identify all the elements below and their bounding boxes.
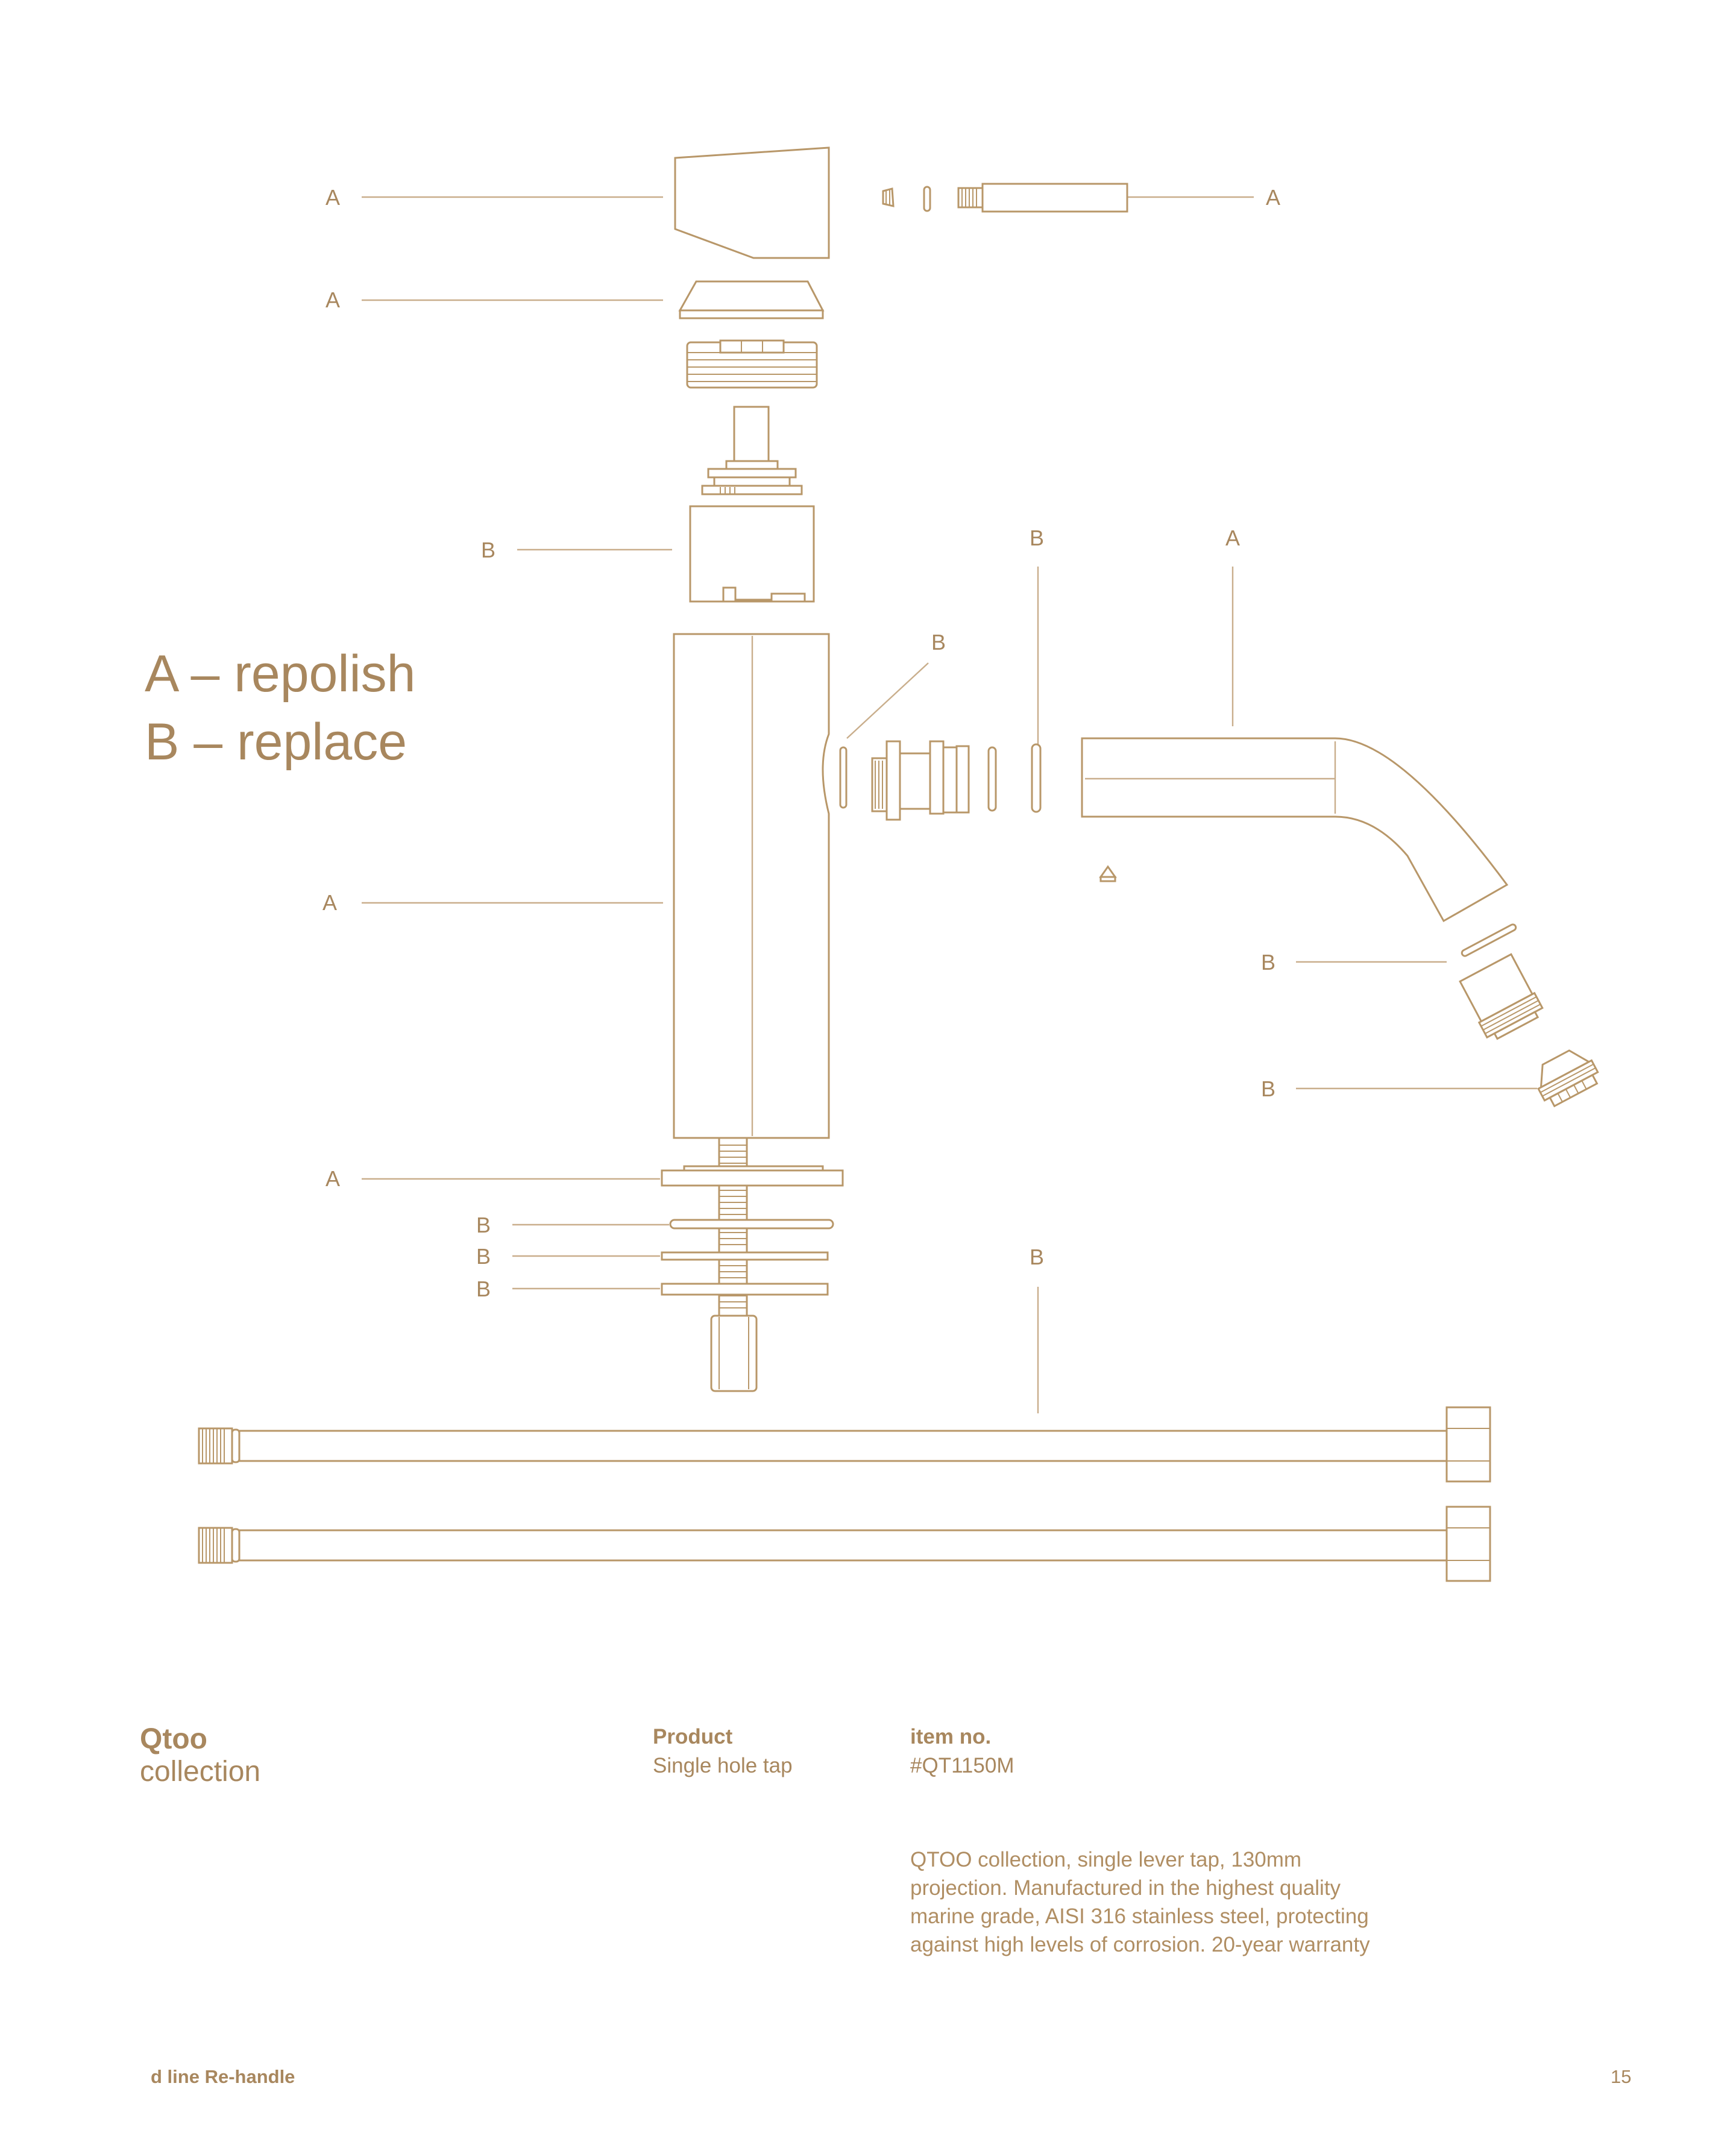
handle-pin xyxy=(957,183,1128,213)
exploded-tap-diagram: A A A B B A B A B B A B B B B xyxy=(198,146,1599,1582)
footer-title: d line Re-handle xyxy=(151,2066,295,2087)
collection-label: collection xyxy=(140,1756,261,1788)
callout-b: B xyxy=(476,1244,491,1269)
leader-lines xyxy=(362,196,1537,1413)
small-washer xyxy=(923,186,931,212)
product-value: Single hole tap xyxy=(653,1754,793,1777)
tiny-screw xyxy=(1099,865,1117,882)
flexible-hose xyxy=(198,1506,1491,1582)
product-description: QTOO collection, single lever tap, 130mm… xyxy=(910,1848,1370,1956)
callout-a: A xyxy=(1266,185,1280,210)
page-number: 15 xyxy=(1611,2066,1632,2087)
fixing-nut xyxy=(710,1315,758,1392)
flexible-hose xyxy=(198,1406,1491,1483)
side-washer xyxy=(839,746,848,809)
rubber-washer xyxy=(669,1219,834,1230)
diverter-insert xyxy=(871,740,970,821)
lever-handle xyxy=(674,146,830,259)
collection-name: Qtoo xyxy=(140,1723,207,1755)
callout-a: A xyxy=(326,1166,340,1191)
callout-a: A xyxy=(322,890,337,915)
o-ring-large xyxy=(1031,743,1042,813)
callout-b: B xyxy=(476,1277,491,1301)
callout-b: B xyxy=(1261,1076,1275,1101)
aerator-insert xyxy=(1537,1049,1599,1108)
metal-washer xyxy=(661,1251,829,1261)
callout-a: A xyxy=(326,287,340,312)
product-label: Product xyxy=(653,1725,733,1748)
callout-labels: A A A B B A B A B B A B B B B xyxy=(322,185,1280,1301)
spout xyxy=(1081,737,1509,923)
cover-dome xyxy=(678,280,825,319)
item-number-value: #QT1150M xyxy=(910,1754,1014,1777)
item-number-label: item no. xyxy=(910,1725,992,1748)
lock-nut xyxy=(686,339,818,389)
o-ring-small xyxy=(987,746,997,812)
grub-screw xyxy=(882,187,895,207)
base-plate xyxy=(661,1165,844,1187)
callout-b: B xyxy=(1261,950,1275,975)
legend-repolish: A – repolish xyxy=(145,645,416,703)
aerator-housing xyxy=(1459,953,1544,1040)
legend-replace: B – replace xyxy=(145,713,407,771)
callout-a: A xyxy=(1225,526,1240,550)
callout-b: B xyxy=(1030,526,1044,550)
aerator-washer xyxy=(1461,923,1517,957)
fibre-washer xyxy=(661,1283,829,1296)
callout-b: B xyxy=(931,630,946,655)
tap-body xyxy=(673,633,830,1139)
callout-a: A xyxy=(326,185,340,210)
callout-b: B xyxy=(476,1213,491,1237)
cartridge xyxy=(689,406,815,603)
callout-b: B xyxy=(481,538,495,562)
callout-b: B xyxy=(1030,1245,1044,1269)
